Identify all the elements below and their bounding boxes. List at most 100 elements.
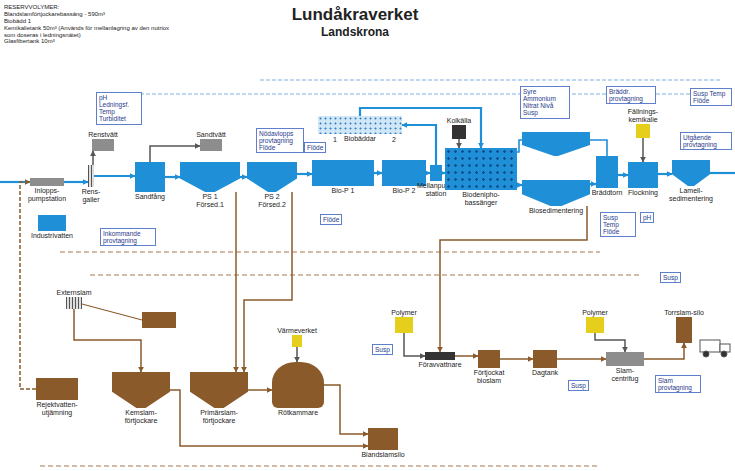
unit-label: Dagtank xyxy=(532,369,558,377)
truck xyxy=(700,340,730,357)
water-flow-pipe xyxy=(618,174,628,176)
process-unit: Torrslam-silo xyxy=(664,309,705,343)
unit-name: Renstvätt xyxy=(88,131,118,139)
unit-label: Förtjockat bioslam xyxy=(464,369,514,385)
unit-shape xyxy=(596,156,618,188)
note-line: Glasfibertank 10m³ xyxy=(4,38,179,45)
unit-name: Rötkammare xyxy=(278,409,318,417)
water-flow-pipe xyxy=(240,176,247,178)
process-unit: Inlopps-pumpstation xyxy=(22,178,73,203)
unit-label: Föravvattnare xyxy=(418,361,461,369)
unit-name: Lamell-sedimentering xyxy=(669,187,714,203)
unit-label: Inlopps-pumpstation xyxy=(22,187,72,203)
process-unit: Biosedimentering xyxy=(522,180,590,215)
outlet-pipe xyxy=(710,172,735,174)
process-unit: Bio-P 2 xyxy=(382,160,426,195)
instrument-box: Nödavlopps provtagning Flöde xyxy=(256,128,304,153)
process-unit: Rens-galler xyxy=(76,165,107,204)
process-unit: Kemslam-förtjockare xyxy=(112,372,170,425)
unit-name: Fällnings-kemikalie xyxy=(618,108,668,124)
water-flow-pipe xyxy=(658,173,672,175)
process-unit: Bräddtorn xyxy=(591,156,623,197)
instrument-box: Susp xyxy=(372,344,393,355)
unit-shape xyxy=(395,317,413,333)
process-unit: Polymer xyxy=(391,309,418,333)
unit-name: Förtjockat bioslam xyxy=(464,369,514,385)
sludge-pipe xyxy=(644,343,684,359)
instrument-box: Susp Temp Flöde xyxy=(690,88,732,106)
unit-label: Bio-P 1 xyxy=(332,187,355,195)
instrument-label: Nödavlopps provtagning Flöde xyxy=(259,130,301,151)
instrument-box: Inkommande provtagning xyxy=(100,228,156,246)
instrument-box: Bräddr. provtagning xyxy=(606,86,656,104)
unit-label: Biosedimentering xyxy=(529,207,583,215)
unit-label: Polymer xyxy=(582,309,608,317)
unit-shape xyxy=(628,162,658,188)
unit-shape xyxy=(452,125,466,139)
unit-name: Polymer xyxy=(582,309,608,317)
instrument-box: Flöde xyxy=(304,142,326,153)
callout-number: 1 xyxy=(333,136,337,143)
unit-name: Primärslam-förtjockare xyxy=(194,409,244,425)
process-unit: PS 1 Försed.1 xyxy=(180,162,240,209)
unit-name: PS 2 Försed.2 xyxy=(252,193,292,209)
unit-label: Externslam xyxy=(56,289,91,297)
truck-wheel xyxy=(703,351,709,357)
instrument-label: Flöde xyxy=(323,216,339,223)
instrument-box: Susp Temp Flöde xyxy=(600,212,636,237)
instrument-label: Susp Temp Flöde xyxy=(603,214,633,235)
unit-name: Externslam xyxy=(56,289,91,297)
unit-shape xyxy=(66,297,82,309)
process-unit: Fällnings-kemikalie xyxy=(618,108,669,138)
callout-number: 2 xyxy=(392,136,396,143)
feed-line xyxy=(150,146,200,162)
unit-shape xyxy=(425,352,455,360)
unit-name: Dagtank xyxy=(532,369,558,377)
process-unit: Förtjockat bioslam xyxy=(464,350,515,385)
instrument-box: Utgående provtagning xyxy=(680,132,732,150)
process-unit: Externslam xyxy=(56,289,93,309)
instrument-box: pH xyxy=(640,212,654,223)
unit-shape xyxy=(36,378,78,400)
unit-name: Polymer xyxy=(391,309,417,317)
truck-wheel xyxy=(721,351,727,357)
unit-label: Biobäddar xyxy=(344,135,376,143)
process-unit: Föravvattnare xyxy=(418,352,463,369)
sludge-pipe xyxy=(20,182,36,389)
unit-label: Kolkälla xyxy=(447,117,472,125)
note-line: Kemikalietank 50m³ (Används för mellanla… xyxy=(4,25,179,39)
instrument-box: Slam provtagning xyxy=(655,375,701,393)
unit-label: Bio-P 2 xyxy=(393,187,416,195)
process-unit: Lamell-sedimentering xyxy=(668,160,714,203)
unit-label: Sandfång xyxy=(135,193,165,201)
reserve-volume-note: RESERVVOLYMER:Blandslamförtjockarebassän… xyxy=(4,4,179,45)
unit-name: Slam-centrifug xyxy=(605,367,645,383)
instrument-label: Bräddr. provtagning xyxy=(609,88,653,102)
instrument-label: Susp xyxy=(571,382,586,389)
feed-line xyxy=(642,138,644,162)
instrument-label: Susp xyxy=(375,346,390,353)
unit-name: Inlopps-pumpstation xyxy=(22,187,72,203)
unit-label: Primärslam-förtjockare xyxy=(194,409,244,425)
instrument-box: Flöde xyxy=(320,214,342,225)
water-flow-pipe xyxy=(374,172,382,174)
unit-shape xyxy=(676,317,692,343)
instrument-label: Inkommande provtagning xyxy=(103,230,153,244)
sludge-pipe xyxy=(440,206,587,352)
unit-shape xyxy=(430,165,442,181)
water-flow-pipe xyxy=(517,184,522,186)
process-unit: PS 2 Försed.2 xyxy=(247,162,297,209)
diagram-title: Lundåkraverket xyxy=(270,5,440,25)
water-flow-pipe xyxy=(402,125,436,165)
water-flow-pipe xyxy=(165,176,180,178)
unit-shape xyxy=(112,372,170,408)
sludge-pipe xyxy=(557,358,606,360)
unit-shape xyxy=(445,148,517,190)
unit-name: Flockning xyxy=(628,189,658,197)
water-pipe xyxy=(590,140,607,156)
feed-line xyxy=(458,139,460,148)
process-unit: Sandfång xyxy=(135,162,166,201)
title-block: LundåkraverketLandskrona xyxy=(270,5,440,39)
unit-label: Sandtvätt xyxy=(196,131,226,139)
